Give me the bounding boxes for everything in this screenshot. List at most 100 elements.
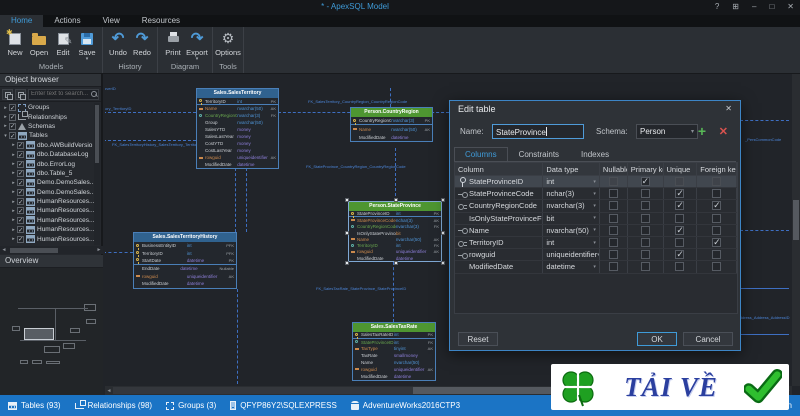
tab-constraints[interactable]: Constraints: [518, 150, 560, 159]
save-button[interactable]: Save▾: [75, 30, 99, 62]
unique-checkbox[interactable]: [675, 200, 685, 211]
scroll-right-icon[interactable]: ►: [96, 247, 102, 253]
primary-key-checkbox[interactable]: [640, 238, 650, 248]
tree-checkbox[interactable]: [17, 179, 24, 187]
entity-header[interactable]: Sales.SalesTerritory: [197, 89, 278, 98]
selection-handle[interactable]: [394, 198, 398, 202]
tree-item-humanresources[interactable]: ▸ HumanResources...: [0, 206, 96, 215]
tree-checkbox[interactable]: [9, 113, 16, 121]
tree-checkbox[interactable]: [9, 122, 16, 130]
chevron-right-icon[interactable]: ▸: [4, 123, 7, 130]
data-type-cell[interactable]: int▾: [543, 236, 600, 249]
foreign-key-checkbox[interactable]: [712, 189, 722, 199]
tree-checkbox[interactable]: [17, 160, 24, 168]
nullable-checkbox[interactable]: [608, 177, 618, 187]
grid-row-stateprovinceid[interactable]: StateProvinceID int▾: [455, 176, 737, 189]
pin-panel-icon[interactable]: ⊞: [732, 2, 739, 11]
tree-checkbox[interactable]: [17, 216, 24, 224]
data-type-cell[interactable]: datetime▾: [543, 261, 600, 273]
chevron-right-icon[interactable]: ▸: [12, 217, 15, 224]
search-icon[interactable]: [90, 90, 98, 98]
grid-row-rowguid[interactable]: rowguid uniqueidentifier▾: [455, 249, 737, 262]
scroll-left-icon[interactable]: ◄: [1, 247, 7, 253]
chevron-right-icon[interactable]: ▸: [12, 151, 15, 158]
grid-header-unique[interactable]: Unique: [664, 163, 698, 175]
nullable-checkbox[interactable]: [608, 213, 618, 223]
chevron-right-icon[interactable]: ▸: [4, 114, 7, 121]
options-button[interactable]: ⚙ Options: [215, 30, 241, 57]
tree-checkbox[interactable]: [17, 198, 24, 206]
primary-key-checkbox[interactable]: [640, 262, 650, 272]
nullable-checkbox[interactable]: [608, 225, 618, 235]
nullable-checkbox[interactable]: [608, 238, 618, 248]
tree-item-relationships[interactable]: ▸ Relationships: [0, 111, 96, 121]
menu-tab-actions[interactable]: Actions: [54, 16, 81, 25]
tree-checkbox[interactable]: [17, 188, 24, 196]
chevron-right-icon[interactable]: ▸: [12, 179, 15, 186]
grid-header-nullable[interactable]: Nullable: [600, 163, 628, 175]
tree-item-demo-demosales[interactable]: ▸ Demo.DemoSales...: [0, 178, 96, 187]
maximize-icon[interactable]: □: [769, 2, 775, 11]
chevron-down-icon[interactable]: ▾: [4, 132, 7, 139]
tree-item-humanresources[interactable]: ▸ HumanResources...: [0, 234, 96, 244]
foreign-key-checkbox[interactable]: [712, 237, 722, 248]
foreign-key-checkbox[interactable]: [712, 225, 722, 235]
foreign-key-checkbox[interactable]: [712, 213, 722, 223]
unique-checkbox[interactable]: [675, 238, 685, 248]
entity-header[interactable]: Person.CountryRegion: [351, 108, 432, 117]
entity-sales-salesterritory[interactable]: Sales.SalesTerritory TerritoryID int PK …: [196, 88, 279, 169]
chevron-right-icon[interactable]: ▸: [12, 207, 15, 214]
grid-row-territoryid[interactable]: TerritoryID int▾: [455, 236, 737, 250]
minimize-icon[interactable]: –: [752, 2, 757, 11]
nullable-checkbox[interactable]: [608, 262, 618, 272]
unique-checkbox[interactable]: [675, 249, 685, 260]
grid-row-stateprovincecode[interactable]: StateProvinceCode nchar(3)▾: [455, 188, 737, 201]
menu-tab-resources[interactable]: Resources: [141, 16, 181, 25]
tree-checkbox[interactable]: [17, 235, 24, 243]
tree-item-dbo-table-5[interactable]: ▸ dbo.Table_5: [0, 169, 96, 178]
chevron-right-icon[interactable]: ▸: [12, 161, 15, 168]
foreign-key-checkbox[interactable]: [712, 200, 722, 211]
chevron-right-icon[interactable]: ▸: [12, 236, 15, 243]
grid-row-name[interactable]: Name nvarchar(50)▾: [455, 224, 737, 237]
tree-item-humanresources[interactable]: ▸ HumanResources...: [0, 216, 96, 225]
grid-row-countryregioncode[interactable]: CountryRegionCode nvarchar(3)▾: [455, 200, 737, 213]
nullable-checkbox[interactable]: [608, 189, 618, 199]
selection-handle[interactable]: [441, 230, 445, 235]
tree-item-dbo-databaselog[interactable]: ▸ dbo.DatabaseLog: [0, 150, 96, 159]
entity-header[interactable]: Sales.SalesTaxRate: [353, 323, 435, 332]
status-groups-3[interactable]: Groups (3): [166, 401, 216, 410]
unique-checkbox[interactable]: [675, 177, 685, 187]
unique-checkbox[interactable]: [675, 225, 685, 236]
nullable-checkbox[interactable]: [608, 250, 618, 260]
primary-key-checkbox[interactable]: [640, 225, 650, 235]
entity-sales-salestaxrate[interactable]: Sales.SalesTaxRate SalesTaxRateID int PK…: [352, 322, 436, 381]
entity-person-countryregion[interactable]: Person.CountryRegion CountryRegionCode n…: [350, 107, 433, 142]
tab-columns[interactable]: Columns: [454, 147, 508, 161]
tree-checkbox[interactable]: [9, 132, 16, 140]
close-icon[interactable]: ✕: [787, 2, 794, 11]
tree-item-dbo-awbuildversio[interactable]: ▸ dbo.AWBuildVersio: [0, 141, 96, 150]
data-type-cell[interactable]: nvarchar(50)▾: [543, 224, 600, 236]
grid-header-column[interactable]: Column: [455, 163, 544, 175]
tree-checkbox[interactable]: [17, 141, 24, 149]
menu-tab-home[interactable]: Home: [0, 15, 44, 27]
primary-key-checkbox[interactable]: [640, 213, 650, 223]
tree-vertical-scrollbar[interactable]: [94, 103, 100, 245]
entity-header[interactable]: Sales.SalesTerritoryHistory: [134, 233, 236, 242]
status-relationships-98[interactable]: Relationships (98): [74, 399, 152, 410]
grid-header-foreign-key[interactable]: Foreign key: [697, 163, 737, 175]
primary-key-checkbox[interactable]: [640, 201, 650, 211]
grid-header-data-type[interactable]: Data type: [543, 163, 600, 175]
tab-indexes[interactable]: Indexes: [581, 150, 610, 159]
tree-checkbox[interactable]: [17, 207, 24, 215]
collapse-all-icon[interactable]: [15, 88, 26, 100]
open-button[interactable]: Open: [27, 30, 51, 57]
print-button[interactable]: Print: [161, 30, 185, 57]
tree-checkbox[interactable]: [9, 104, 16, 112]
selection-handle[interactable]: [394, 261, 398, 266]
edit-button[interactable]: Edit: [51, 30, 75, 57]
ok-button[interactable]: OK: [637, 332, 677, 346]
menu-tab-view[interactable]: View: [102, 16, 120, 25]
primary-key-checkbox[interactable]: [640, 250, 650, 260]
